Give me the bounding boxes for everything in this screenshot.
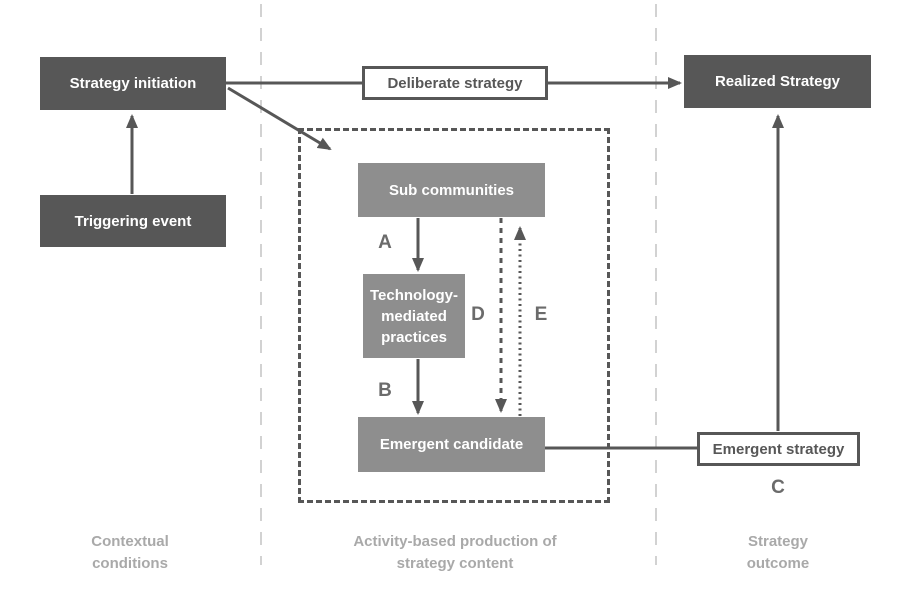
arrow-label-a: A [378, 232, 392, 253]
activity-production-container [298, 128, 610, 503]
node-emergent-strategy: Emergent strategy [697, 432, 860, 466]
node-deliberate-strategy: Deliberate strategy [362, 66, 548, 100]
zone-label-contextual-conditions: Contextual conditions [91, 533, 169, 572]
zone-label-strategy-outcome: Strategy outcome [746, 533, 810, 572]
node-technology-mediated-practices: Technology-mediated practices [363, 274, 465, 358]
node-emergent-candidate: Emergent candidate [358, 417, 545, 472]
node-sub-communities: Sub communities [358, 163, 545, 217]
arrow-label-d: D [471, 304, 485, 325]
node-strategy-initiation: Strategy initiation [40, 57, 226, 110]
node-realized-strategy: Realized Strategy [684, 55, 871, 108]
arrow-label-c: C [771, 477, 785, 498]
zone-label-activity-based-production: Activity-based production of strategy co… [353, 533, 557, 572]
arrow-label-e: E [534, 304, 548, 325]
node-triggering-event: Triggering event [40, 195, 226, 247]
arrow-initiation-to-activity-box [227, 86, 332, 151]
arrow-label-b: B [378, 380, 392, 401]
